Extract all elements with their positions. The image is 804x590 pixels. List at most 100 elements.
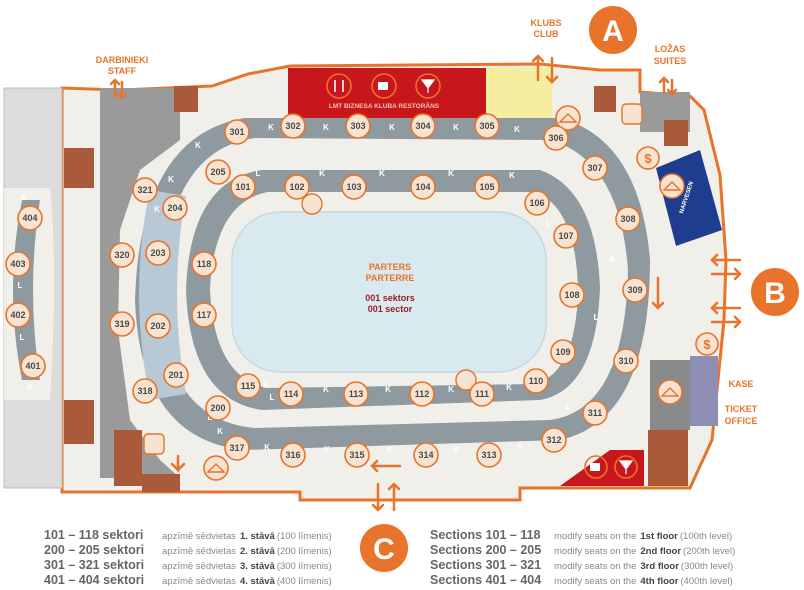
sector-320[interactable]: 320 (109, 242, 135, 268)
sector-402[interactable]: 402 (5, 302, 31, 328)
sector-102[interactable]: 102 (284, 174, 310, 200)
sector-316[interactable]: 316 (280, 442, 306, 468)
stairs-bottom (142, 474, 180, 492)
sector-108[interactable]: 108 (559, 282, 585, 308)
sector-321[interactable]: 321 (132, 177, 158, 203)
sector-205[interactable]: 205 (205, 159, 231, 185)
sector-circle (20, 353, 46, 379)
coffee-cup-icon (584, 455, 608, 479)
sector-404[interactable]: 404 (17, 205, 43, 231)
sector-305[interactable]: 305 (474, 113, 500, 139)
sector-403[interactable]: 403 (5, 251, 31, 277)
k-marker: K (21, 193, 27, 202)
sector-103[interactable]: 103 (341, 174, 367, 200)
k-marker: K (27, 383, 33, 392)
sector-111[interactable]: 111 (469, 381, 495, 407)
sector-313[interactable]: 313 (476, 442, 502, 468)
sector-304[interactable]: 304 (410, 113, 436, 139)
sector-314[interactable]: 314 (413, 442, 439, 468)
sector-309[interactable]: 309 (622, 277, 648, 303)
sector-202[interactable]: 202 (145, 313, 171, 339)
sector-number: 306 (548, 133, 563, 143)
stairs-se (648, 430, 688, 486)
legend-floor: 4th floor (640, 576, 679, 587)
stairs-sw (114, 430, 142, 486)
sector-104[interactable]: 104 (410, 174, 436, 200)
staff-label-en: STAFF (108, 66, 137, 76)
sector-105[interactable]: 105 (474, 174, 500, 200)
stairs-e (664, 120, 688, 146)
legend-lv-row: 200 – 205 sektori apzīmē sēdvietas 2. st… (44, 543, 332, 558)
sector-310[interactable]: 310 (613, 348, 639, 374)
sector-301[interactable]: 301 (224, 119, 250, 145)
stairs-ne (594, 86, 616, 112)
k-marker: K (506, 383, 512, 392)
sector-circle (543, 125, 569, 151)
sector-306[interactable]: 306 (543, 125, 569, 151)
sector-circle (541, 427, 567, 453)
sector-107[interactable]: 107 (553, 223, 579, 249)
sector-307[interactable]: 307 (582, 155, 608, 181)
legend-range: 301 – 321 sektori (44, 558, 145, 572)
sector-118[interactable]: 118 (191, 251, 217, 277)
sector-112[interactable]: 112 (409, 381, 435, 407)
sector-201[interactable]: 201 (163, 362, 189, 388)
sector-401[interactable]: 401 (20, 353, 46, 379)
sector-302[interactable]: 302 (280, 113, 306, 139)
legend-floor: 1. stāvā (239, 531, 275, 542)
entrance-b-letter: B (764, 277, 786, 310)
legend-desc: modify seats on the (554, 576, 637, 587)
sector-200[interactable]: 200 (205, 395, 231, 421)
sector-109[interactable]: 109 (550, 339, 576, 365)
sector-number: 404 (22, 213, 37, 223)
legend-en-row: Sections 301 – 321 modify seats on the 3… (430, 558, 733, 573)
legend-desc: modify seats on the (554, 531, 637, 542)
entrance-a[interactable]: A (587, 4, 639, 56)
sector-319[interactable]: 319 (109, 311, 135, 337)
sector-317[interactable]: 317 (224, 435, 250, 461)
coffee-cup-icon (371, 73, 397, 99)
entrance-c[interactable]: C (358, 522, 410, 574)
k-marker: K (453, 445, 459, 454)
sector-number: 321 (137, 185, 152, 195)
sector-101[interactable]: 101 (230, 174, 256, 200)
sector-number: 301 (229, 127, 244, 137)
k-marker: K (154, 205, 160, 214)
sector-117[interactable]: 117 (191, 302, 217, 328)
sector-308[interactable]: 308 (615, 206, 641, 232)
sector-114[interactable]: 114 (278, 381, 304, 407)
sector-204[interactable]: 204 (162, 195, 188, 221)
l-marker: L (20, 333, 25, 342)
sector-circle (582, 155, 608, 181)
sector-312[interactable]: 312 (541, 427, 567, 453)
sector-303[interactable]: 303 (345, 113, 371, 139)
sector-311[interactable]: 311 (582, 400, 608, 426)
legend-range: 401 – 404 sektori (44, 573, 145, 587)
entrance-a-letter: A (602, 15, 624, 48)
sector-circle (622, 277, 648, 303)
sector-203[interactable]: 203 (145, 240, 171, 266)
sector-label-en: 001 sector (368, 304, 413, 314)
staff-label-lv: DARBINIEKI (96, 55, 149, 65)
legend-desc: apzīmē sēdvietas (162, 546, 236, 557)
sector-number: 402 (10, 310, 25, 320)
restroom-icon (143, 433, 165, 455)
sector-circle (553, 223, 579, 249)
legend-level: (200th level) (683, 546, 736, 557)
sector-115[interactable]: 115 (235, 373, 261, 399)
sector-110[interactable]: 110 (523, 368, 549, 394)
sector-106[interactable]: 106 (524, 190, 550, 216)
k-marker: K (323, 123, 329, 132)
sector-number: 303 (350, 121, 365, 131)
ice-rink (231, 211, 547, 373)
sector-113[interactable]: 113 (343, 381, 369, 407)
sector-315[interactable]: 315 (344, 442, 370, 468)
legend-en-row: Sections 101 – 118 modify seats on the 1… (430, 528, 732, 543)
sector-318[interactable]: 318 (132, 378, 158, 404)
legend-desc: apzīmē sēdvietas (162, 561, 236, 572)
sector-circle (205, 159, 231, 185)
sector-circle (615, 206, 641, 232)
sector-number: 318 (137, 386, 152, 396)
entrance-b[interactable]: B (749, 266, 801, 318)
k-marker: K (324, 445, 330, 454)
